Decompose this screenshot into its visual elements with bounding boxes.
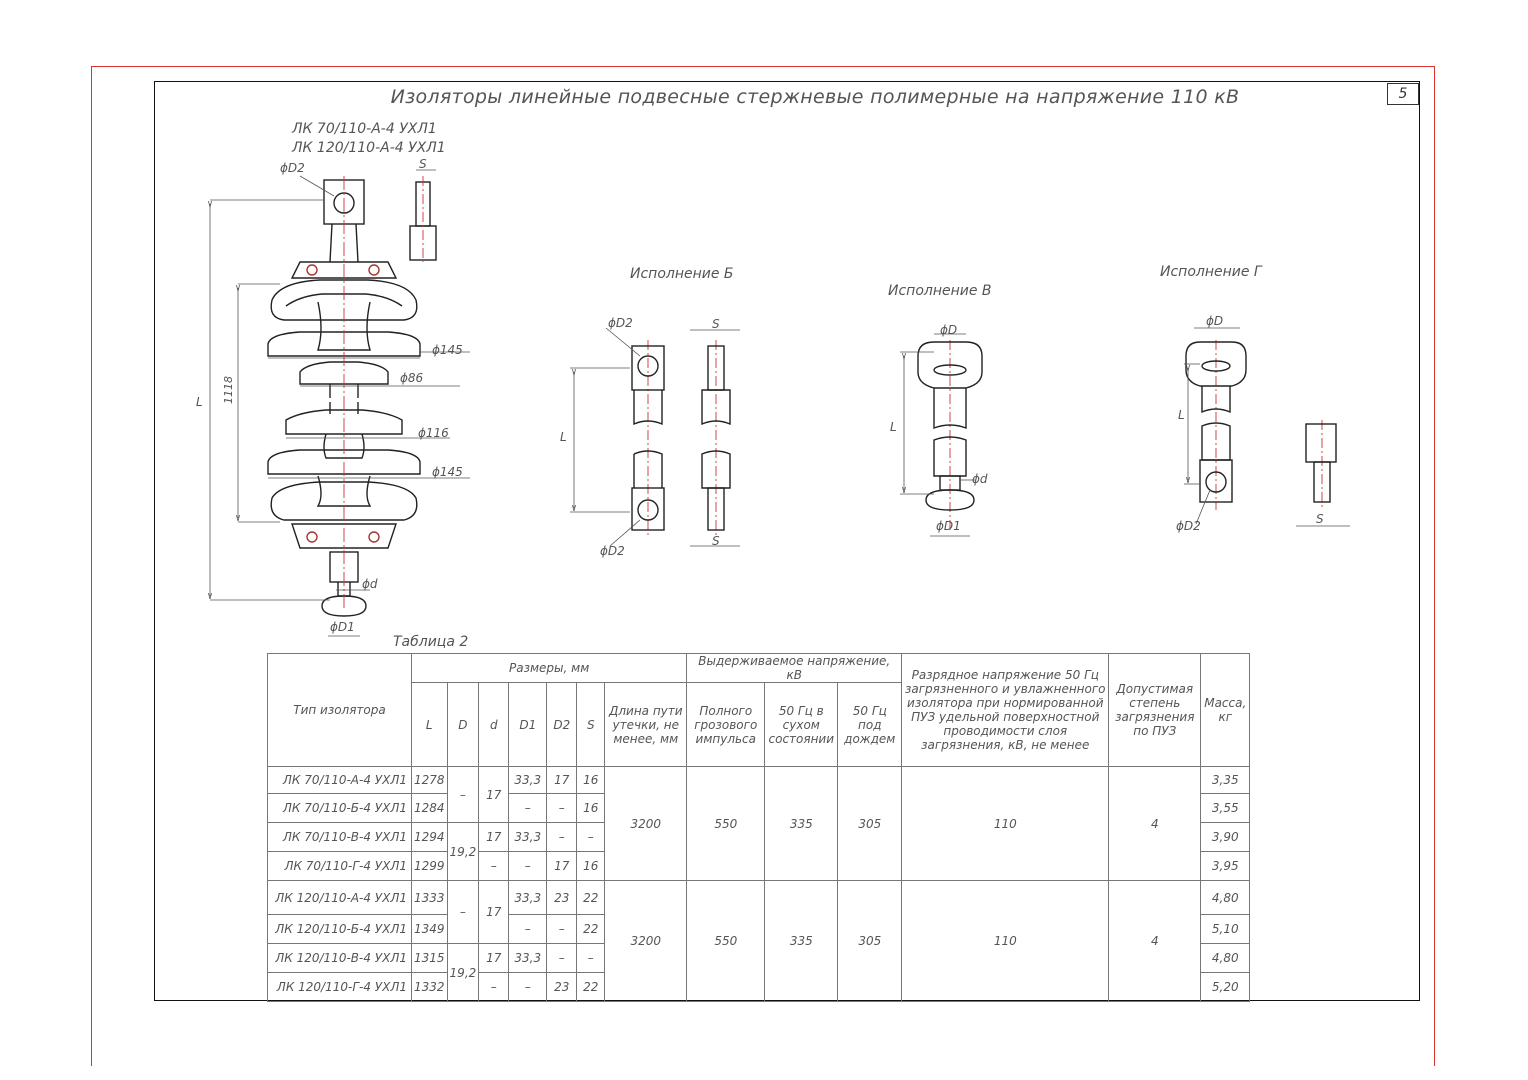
header-impulse: Полного грозового импульса (686, 682, 766, 767)
table-row: ЛК 70/110-Б-4 УХЛ1 1284 – – 16 3,55 (267, 793, 1251, 823)
header-dry: 50 Гц в сухом состоянии (764, 682, 839, 767)
table-row: ЛК 120/110-Г-4 УХЛ1 1332 – – 23 22 5,20 (267, 972, 1251, 1002)
variant-b-l: L (560, 430, 567, 444)
table-row: ЛК 120/110-В-4 УХЛ1 1315 19,2 17 33,3 – … (267, 943, 1251, 1002)
variant-v-drawing (917, 341, 983, 511)
dim-d1-label: ϕD1 (330, 620, 355, 634)
variant-b-drawing (631, 345, 731, 531)
variant-v-dimensions (900, 333, 976, 537)
variant-b-d2-top: ϕD2 (608, 316, 633, 330)
variant-v-d: ϕD (940, 323, 958, 337)
main-insulator-name-1: ЛК 70/110-А-4 УХЛ1 (292, 121, 437, 137)
header-withstand: Выдерживаемое напряжение, кВ (686, 653, 903, 683)
variant-v-title: Исполнение В (888, 283, 992, 299)
variant-v-l: L (890, 420, 897, 434)
variant-g-d: ϕD (1206, 314, 1224, 328)
header-d-small: d (478, 682, 510, 767)
variant-b-title: Исполнение Б (630, 266, 734, 282)
variant-g-drawing (1185, 341, 1337, 503)
dim-d-label: ϕd (362, 577, 378, 591)
header-s: S (576, 682, 606, 767)
header-pollution: Допустимая степень загрязнения по ПУЗ (1108, 653, 1202, 767)
dim-1118-label: 1118 (222, 376, 235, 404)
header-sizes: Размеры, мм (410, 653, 688, 683)
header-mass: Масса, кг (1200, 653, 1251, 767)
dim-d2-label: ϕD2 (280, 161, 305, 175)
variant-b-dimensions (570, 327, 740, 547)
variant-v-small-d: ϕd (972, 472, 988, 486)
table-row: ЛК 70/110-В-4 УХЛ1 1294 19,2 17 33,3 – –… (267, 822, 1251, 881)
header-discharge: Разрядное напряжение 50 Гц загрязненного… (901, 653, 1110, 767)
table-row: ЛК 120/110-А-4 УХЛ1 1333 – 17 33,3 23 22… (267, 880, 1251, 1002)
header-d-big: D (446, 682, 480, 767)
dim-s-label: S (419, 157, 427, 171)
drawing-title: Изоляторы линейные подвесные стержневые … (390, 86, 1240, 108)
table-caption: Таблица 2 (393, 634, 469, 650)
header-creepage: Длина пути утечки, не менее, мм (604, 682, 688, 767)
header-l: L (411, 682, 448, 767)
variant-g-title: Исполнение Г (1160, 264, 1262, 280)
dim-86-label: ϕ86 (400, 371, 424, 385)
header-type: Тип изолятора (267, 653, 412, 767)
variant-g-d2: ϕD2 (1176, 519, 1201, 533)
variant-b-s-top: S (712, 317, 720, 331)
center-lines (343, 176, 1323, 610)
dim-145b-label: ϕ145 (432, 465, 463, 479)
table-row: ЛК 70/110-А-4 УХЛ1 1278 – 17 33,3 17 16 … (267, 766, 1251, 881)
dim-l-label: L (196, 395, 203, 409)
header-rain: 50 Гц под дождем (837, 682, 903, 767)
main-insulator-name-2: ЛК 120/110-А-4 УХЛ1 (292, 140, 446, 156)
variant-v-d1: ϕD1 (936, 519, 961, 533)
page-number: 5 (1387, 83, 1419, 105)
dim-116-label: ϕ116 (418, 426, 449, 440)
dim-145a-label: ϕ145 (432, 343, 463, 357)
variant-g-s: S (1316, 512, 1324, 526)
main-dimensions (210, 169, 470, 637)
variant-b-d2-bottom: ϕD2 (600, 544, 625, 558)
variant-b-s-bottom: S (712, 534, 720, 548)
header-d2: D2 (546, 682, 578, 767)
variant-g-dimensions (1184, 327, 1350, 527)
specification-table: Тип изолятора Размеры, мм Выдерживаемое … (267, 653, 1251, 1002)
sheet-border (91, 66, 1435, 1066)
variant-g-l: L (1178, 408, 1185, 422)
header-d1: D1 (508, 682, 548, 767)
